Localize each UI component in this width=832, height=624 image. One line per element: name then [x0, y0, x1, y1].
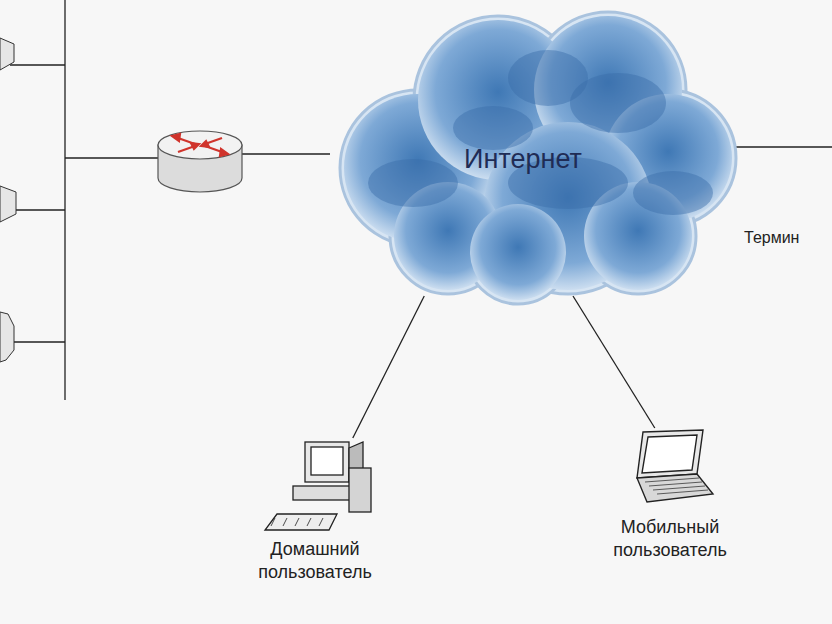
mobile-user-node: Мобильный пользователь — [575, 428, 765, 562]
bus-tap — [10, 209, 65, 210]
home-user-node: Домашний пользователь — [225, 438, 405, 584]
terminal-label: Термин — [744, 229, 799, 247]
router-link — [65, 157, 160, 158]
bus-tap — [10, 341, 65, 342]
network-link — [353, 296, 424, 438]
device-icon — [0, 186, 16, 222]
device-icon — [0, 38, 14, 70]
bus-tap — [10, 64, 65, 65]
network-link — [573, 296, 655, 428]
user-label: Домашний пользователь — [225, 538, 405, 584]
internet-cloud: Интернет — [318, 8, 743, 308]
lan-devices — [0, 38, 16, 362]
router-icon — [158, 131, 242, 192]
lan-bus — [64, 0, 65, 400]
cloud-label: Интернет — [408, 144, 638, 175]
user-label: Мобильный пользователь — [575, 516, 765, 562]
desktop-icon — [225, 438, 395, 538]
device-icon — [0, 312, 14, 362]
terminal-link — [735, 146, 832, 147]
laptop-icon — [575, 428, 755, 516]
router-link — [240, 153, 330, 154]
